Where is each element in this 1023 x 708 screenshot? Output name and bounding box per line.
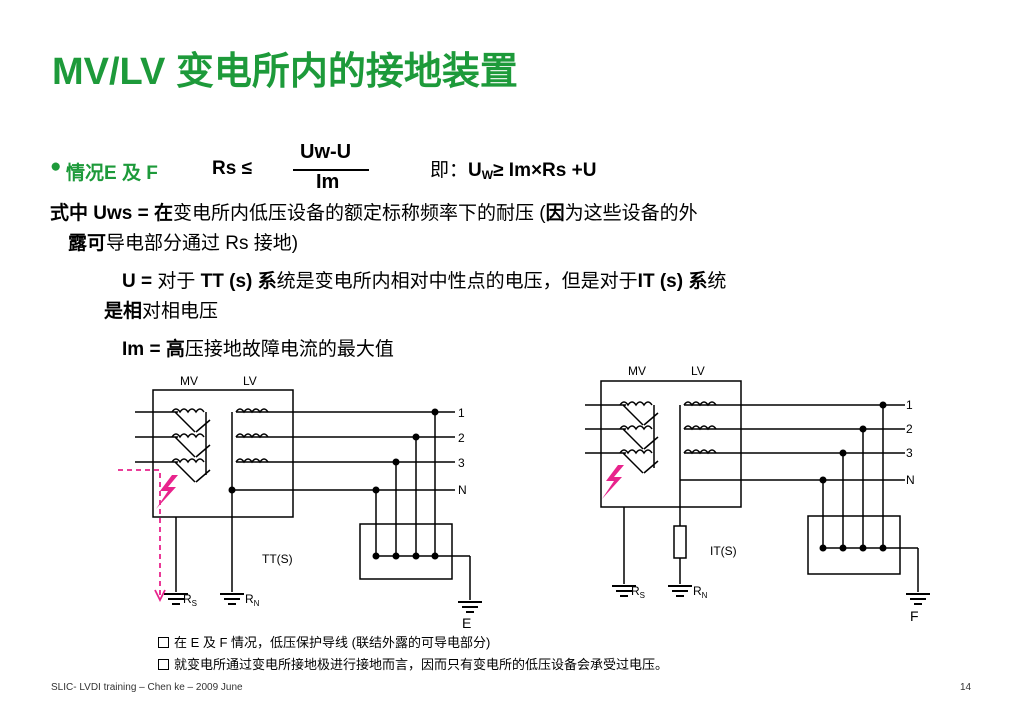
note-2: 就变电所通过变电所接地极进行接地而言，因而只有变电所的低压设备会承受过电压。 (158, 654, 668, 673)
right-phase-3: 3 (906, 446, 913, 460)
diagram-right (585, 380, 919, 592)
left-phase-3: 3 (458, 456, 465, 470)
text-bold: U = (122, 271, 158, 292)
left-rn-label: RN (245, 592, 260, 608)
w-subscript: W (481, 168, 494, 182)
text-normal: 压接地故障电流的最大值 (184, 339, 394, 360)
text-normal: 变电所内低压设备的额定标称频率下的耐压 ( (173, 203, 546, 224)
right-rn-label: RN (693, 584, 708, 600)
left-scheme-label: TT(S) (262, 552, 293, 566)
transformer-box (152, 389, 294, 518)
checkbox-bullet-icon (158, 659, 169, 670)
right-mv-label: MV (628, 364, 646, 378)
text-normal: 对于 (157, 271, 201, 292)
left-rs-label: RS (183, 592, 197, 608)
text-normal: 统 (707, 271, 727, 292)
case-label: 情况E 及 F (66, 163, 158, 184)
text-bold: 因 (545, 203, 565, 224)
right-phase-2: 2 (906, 422, 913, 436)
diagram-left (135, 389, 471, 600)
text-bold: IT (s) 系 (637, 271, 708, 292)
text-line-5: Im = 高压接地故障电流的最大值 (122, 334, 394, 361)
left-lv-label: LV (243, 374, 257, 388)
formula-result: 即：UW≥ Im×Rs +U (430, 155, 596, 182)
page-number: 14 (960, 682, 972, 693)
text-normal: 导电部分通过 Rs 接地) (106, 233, 299, 254)
r-letter: R (631, 584, 640, 598)
page-title: MV/LV 变电所内的接地装置 (52, 51, 518, 93)
text-normal: 为这些设备的外 (564, 203, 698, 224)
note-text: 在 E 及 F 情况，低压保护导线 (联结外露的可导电部分) (174, 635, 491, 650)
bullet: ● (50, 156, 62, 177)
rs-le: Rs ≤ (212, 158, 252, 179)
text-bold: Im = 高 (122, 339, 185, 360)
r-letter: R (245, 592, 254, 606)
text-line-3: U = 对于 TT (s) 系统是变电所内相对中性点的电压，但是对于IT (s)… (122, 266, 726, 293)
n-subscript: N (702, 591, 708, 600)
fraction-denominator: Im (316, 171, 340, 193)
r-letter: R (693, 584, 702, 598)
ie-prefix: 即： (430, 160, 469, 181)
text-normal: 统是变电所内相对中性点的电压，但是对于 (276, 271, 638, 292)
left-mv-label: MV (180, 374, 198, 388)
case-e-label: E (462, 615, 471, 631)
footer-credit: SLIC- LVDI training – Chen ke – 2009 Jun… (51, 682, 243, 693)
u-symbol: U (468, 160, 482, 181)
s-subscript: S (192, 599, 197, 608)
text-normal: 对相电压 (142, 301, 219, 322)
left-phase-2: 2 (458, 431, 465, 445)
formula-rhs: ≥ Im×Rs +U (493, 160, 597, 181)
note-text: 就变电所通过变电所接地极进行接地而言，因而只有变电所的低压设备会承受过电压。 (174, 657, 669, 672)
fault-bolt-icon (602, 465, 624, 499)
text-line-2: 露可导电部分通过 Rs 接地) (68, 228, 298, 255)
right-neutral: N (906, 473, 915, 487)
case-f-label: F (910, 608, 919, 624)
s-subscript: S (640, 591, 645, 600)
text-bold: TT (s) 系 (200, 271, 277, 292)
n-subscript: N (254, 599, 260, 608)
text-line-4: 是相对相电压 (104, 296, 218, 323)
note-1: 在 E 及 F 情况，低压保护导线 (联结外露的可导电部分) (158, 632, 490, 651)
right-phase-1: 1 (906, 398, 913, 412)
fraction-numerator: Uw-U (300, 141, 352, 163)
text-bold: 露可 (68, 233, 107, 254)
text-bold: 式中 Uws = 在 (50, 203, 173, 224)
left-neutral: N (458, 483, 467, 497)
checkbox-bullet-icon (158, 637, 169, 648)
r-letter: R (183, 592, 192, 606)
right-rs-label: RS (631, 584, 645, 600)
text-line-1: 式中 Uws = 在变电所内低压设备的额定标称频率下的耐压 (因为这些设备的外 (50, 198, 698, 225)
left-phase-1: 1 (458, 406, 465, 420)
right-scheme-label: IT(S) (710, 544, 737, 558)
right-lv-label: LV (691, 364, 705, 378)
fraction-line (293, 169, 369, 171)
text-bold: 是相 (104, 301, 143, 322)
